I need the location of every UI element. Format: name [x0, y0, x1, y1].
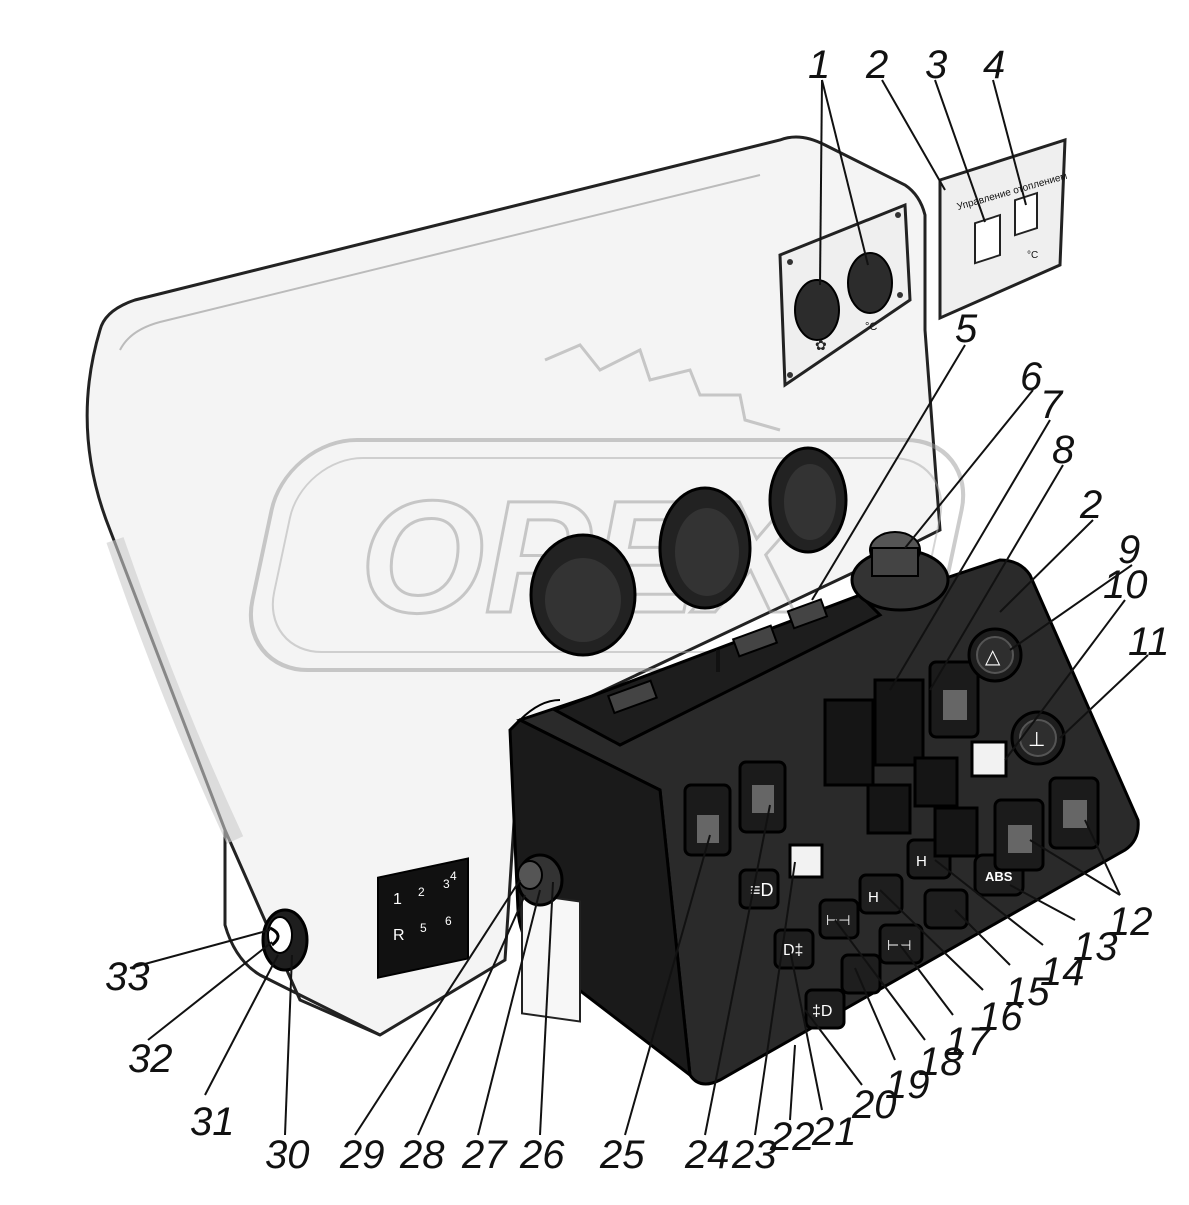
- temperature-knob[interactable]: [847, 252, 893, 314]
- callout-33: 33: [105, 955, 150, 999]
- callout-11: 11: [1128, 620, 1170, 664]
- callout-24: 24: [684, 1133, 730, 1177]
- callout-31: 31: [190, 1100, 235, 1144]
- dump-body-button[interactable]: ⊥: [1010, 710, 1066, 766]
- heater-control-plate: Управление отоплением °C: [938, 137, 1069, 321]
- callout-29: 29: [339, 1133, 385, 1177]
- callout-1: 1: [808, 43, 830, 87]
- side-knob[interactable]: [516, 853, 564, 907]
- gauge-left-face: [545, 558, 621, 642]
- top-rocker-right[interactable]: [786, 598, 829, 630]
- heater-display: [974, 213, 1001, 265]
- callout-13: 13: [1073, 925, 1118, 969]
- knob-unit-label: °C: [865, 321, 877, 333]
- callout-28: 28: [399, 1133, 445, 1177]
- front-fog-icon: ‡D: [812, 1003, 832, 1020]
- callout-6: 6: [1020, 355, 1043, 399]
- callout-2-side: 2: [1079, 483, 1102, 527]
- callout-9: 9: [1118, 528, 1140, 572]
- headlight-icon: ≡D: [750, 880, 774, 900]
- callout-8: 8: [1052, 428, 1075, 472]
- leader-lines: [129, 79, 1149, 1136]
- hazard-button[interactable]: △: [967, 627, 1023, 683]
- gear-symbol-2: 2: [418, 885, 425, 899]
- gear-symbol-5: 5: [420, 921, 427, 935]
- callout-7: 7: [1040, 383, 1064, 427]
- top-rocker-left[interactable]: [606, 679, 658, 715]
- fog-light-front-button[interactable]: [804, 988, 846, 1030]
- callout-2-top: 2: [865, 43, 888, 87]
- callout-32: 32: [128, 1037, 173, 1081]
- diff-lock-14-icon: H: [916, 853, 927, 870]
- indicator-lamp-23: [788, 843, 824, 879]
- headlight-button[interactable]: [738, 868, 780, 910]
- diff-lock-15-icon: H: [868, 889, 879, 906]
- callout-numbers: 1 2 3 4 5 6 7 8 2 9 10 11 12 13 14 15 16…: [105, 43, 1170, 1177]
- diff-lock-18-icon: ⊢⊣: [826, 912, 850, 928]
- gear-symbol-r: R: [393, 927, 405, 944]
- callout-4: 4: [983, 43, 1005, 87]
- indicator-lamp-10: [970, 740, 1008, 778]
- callout-23: 23: [731, 1133, 777, 1177]
- fan-icon: ✿: [815, 337, 827, 353]
- callout-21: 21: [811, 1110, 857, 1154]
- diff-lock-17-button[interactable]: [878, 923, 924, 965]
- housing-body: [85, 135, 942, 1037]
- housing-inner-shadow: [119, 174, 761, 351]
- callout-3: 3: [925, 43, 947, 87]
- heater-unit-label: °C: [1027, 250, 1038, 261]
- side-connector[interactable]: [261, 908, 309, 972]
- callout-25: 25: [599, 1133, 645, 1177]
- housing-lower-edge: [223, 830, 381, 1037]
- housing-side-shadow: [106, 537, 244, 844]
- top-rocker-center[interactable]: [731, 624, 779, 658]
- diff-lock-15-button[interactable]: [858, 873, 904, 915]
- callout-15: 15: [1005, 970, 1050, 1014]
- callout-5: 5: [955, 307, 978, 351]
- top-rocker-strip: [551, 593, 883, 747]
- callout-17: 17: [945, 1020, 991, 1064]
- callout-16: 16: [978, 995, 1023, 1039]
- diff-lock-interaxle-button[interactable]: [818, 898, 860, 940]
- gear-shift-sticker: 1 2 3 4 R 5 6: [377, 857, 469, 979]
- fan-knob[interactable]: [794, 279, 840, 341]
- callout-19: 19: [885, 1063, 930, 1107]
- callout-12: 12: [1108, 900, 1153, 944]
- ignition-switch[interactable]: [850, 531, 950, 612]
- rocker-pair-left: [683, 760, 787, 857]
- gauge-right-face: [784, 464, 836, 540]
- callout-18: 18: [918, 1040, 963, 1084]
- indicator-grid: [823, 678, 979, 858]
- gear-symbol-3: 3: [443, 877, 450, 891]
- heater-setting-display: [1014, 191, 1038, 237]
- hazard-icon: △: [985, 646, 1001, 668]
- callout-26: 26: [519, 1133, 565, 1177]
- callout-14: 14: [1040, 950, 1085, 994]
- heater-knob-plate: ✿ °C: [778, 202, 912, 388]
- callout-22: 22: [769, 1115, 815, 1159]
- abs-label: ABS: [985, 869, 1013, 884]
- dump-icon: ⊥: [1028, 729, 1045, 751]
- callout-20: 20: [851, 1083, 897, 1127]
- blank-button-16[interactable]: [923, 888, 969, 930]
- gear-symbol-1: 1: [393, 891, 402, 908]
- callout-27: 27: [461, 1133, 508, 1177]
- diff-lock-17-icon: ⊢⊣: [887, 937, 911, 953]
- gear-symbol-6: 6: [445, 914, 452, 928]
- callout-10: 10: [1103, 563, 1148, 607]
- rear-fog-icon: D‡: [783, 942, 803, 959]
- gear-symbol-4: 4: [450, 869, 457, 883]
- callout-30: 30: [265, 1133, 310, 1177]
- gauge-center-face: [675, 508, 739, 596]
